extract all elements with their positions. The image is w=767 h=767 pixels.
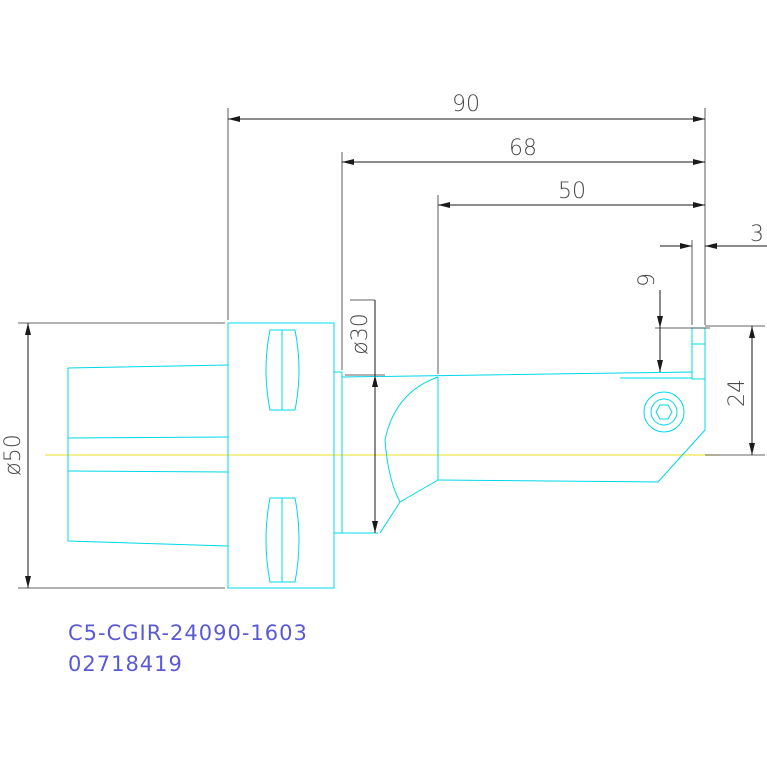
part-outline	[67, 322, 706, 589]
flange-step	[334, 371, 343, 534]
tapered-shank	[67, 364, 229, 547]
screw-head	[643, 391, 685, 433]
dim-label-d30: ø30	[348, 313, 373, 354]
body-block	[227, 322, 335, 589]
hex-socket-icon	[655, 404, 673, 420]
slot-bottom	[265, 497, 300, 583]
insert-tip	[691, 327, 706, 345]
part-number: C5-CGIR-24090-1603	[68, 621, 308, 645]
dim-label-24: 24	[725, 379, 750, 407]
dim-label-d50: ø50	[1, 434, 26, 475]
dim-label-3: 3	[750, 222, 764, 247]
tool-neck-arc	[384, 376, 439, 503]
dim-label-50: 50	[558, 179, 586, 204]
dim-label-9: 9	[635, 273, 660, 287]
order-code: 02718419	[68, 652, 183, 676]
dim-label-90: 90	[452, 92, 480, 117]
dim-label-68: 68	[509, 136, 537, 161]
dimensions	[18, 108, 767, 589]
slot-top	[265, 329, 300, 411]
